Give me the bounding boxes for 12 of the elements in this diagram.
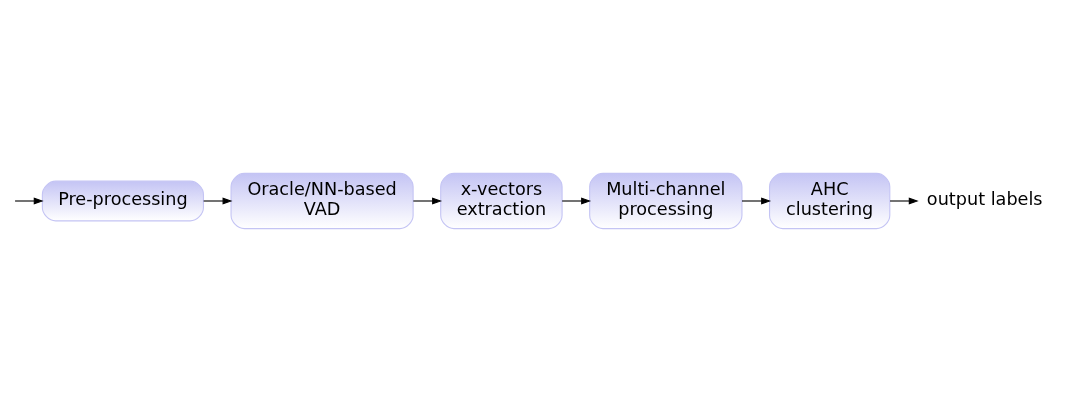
arrow <box>741 197 772 204</box>
node-box: AHC clustering <box>769 172 891 229</box>
arrow <box>14 197 44 204</box>
node-box: Oracle/NN-based VAD <box>230 172 414 229</box>
node-box: Pre-processing <box>41 180 204 221</box>
node-box: Multi-channel processing <box>589 172 743 229</box>
arrow <box>203 197 233 204</box>
node-box: x-vectors extraction <box>440 172 563 229</box>
arrow <box>561 197 592 204</box>
arrow <box>889 197 919 204</box>
arrow <box>412 197 443 204</box>
node-text: output labels <box>926 188 1043 209</box>
